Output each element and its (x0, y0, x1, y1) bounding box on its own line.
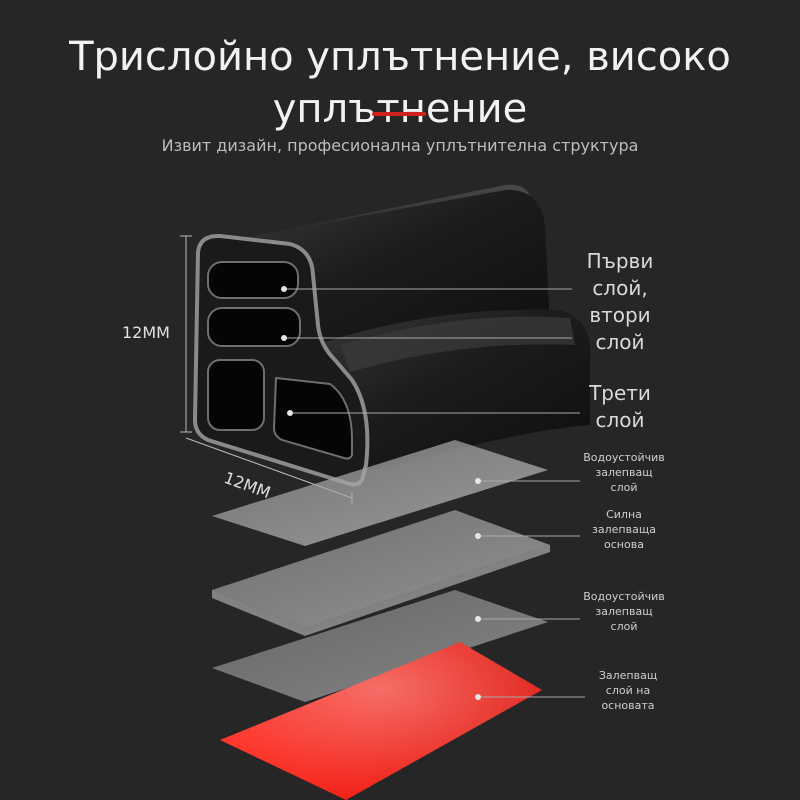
seal-lower-highlight (340, 316, 575, 372)
callout-first-second-layer: Първи слой, втори слой (586, 249, 654, 354)
callout-waterproof-adhesive-1: Водоустойчив залепващ слой (583, 451, 665, 494)
callout-third-layer: Трети слой (589, 381, 651, 432)
layer-sheet-3 (212, 590, 548, 702)
callout-dot (475, 694, 481, 700)
callout-dot (475, 616, 481, 622)
seal-chamber-3 (207, 359, 265, 431)
seal-chamber-1 (207, 261, 299, 299)
title-line-2: уплътнение (272, 85, 528, 132)
seal-chamber-2 (207, 307, 301, 347)
callout-dot (281, 286, 287, 292)
title-line-1: Трислойно уплътнение, високо (69, 33, 731, 80)
layer-sheet-2 (212, 510, 550, 628)
title-accent-bar (372, 112, 426, 116)
height-dimension-label: 12MM (122, 323, 170, 342)
callout-base-adhesive: Залепващ слой на основата (598, 669, 658, 712)
callout-dot (287, 410, 293, 416)
layer-sheet-1 (212, 440, 548, 546)
callout-dot (475, 478, 481, 484)
subtitle: Извит дизайн, професионална уплътнителна… (161, 136, 639, 155)
seal-chamber-4 (272, 376, 353, 460)
callout-dot (475, 533, 481, 539)
callout-waterproof-adhesive-2: Водоустойчив залепващ слой (583, 590, 665, 633)
callout-strong-adhesive-base: Силна залепваща основа (592, 508, 656, 551)
callout-dot (281, 335, 287, 341)
